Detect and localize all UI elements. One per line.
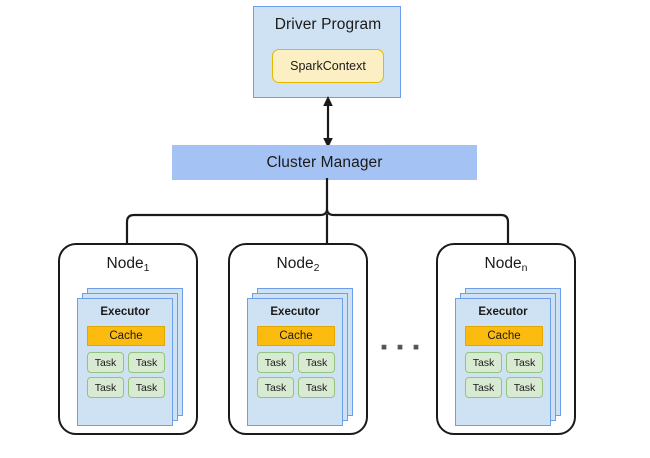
node-box-2: Node2 Executor Cache Task Task Task Task [228,243,368,435]
task-label: Task [135,356,158,369]
sparkcontext-box: SparkContext [272,49,384,83]
nodes-ellipsis: ▪ ▪ ▪ [380,337,422,358]
task-grid: Task Task Task Task [465,352,543,398]
executor-card-front: Executor Cache Task Task Task Task [455,298,551,426]
task-box: Task [298,377,335,398]
task-box: Task [465,377,502,398]
task-label: Task [94,381,117,394]
task-label: Task [305,356,328,369]
task-label: Task [513,356,536,369]
task-label: Task [264,381,287,394]
task-box: Task [128,352,165,373]
driver-program-box: Driver Program SparkContext [253,6,401,98]
task-grid: Task Task Task Task [257,352,335,398]
executor-title: Executor [100,306,150,318]
node-box-1: Node1 Executor Cache Task Task Task Task [58,243,198,435]
driver-program-title: Driver Program [274,16,382,33]
node-box-n: Noden Executor Cache Task Task Task Task [436,243,576,435]
sparkcontext-label: SparkContext [290,59,366,73]
task-label: Task [472,356,495,369]
executor-card-front: Executor Cache Task Task Task Task [247,298,343,426]
cluster-manager-label: Cluster Manager [266,153,383,171]
task-box: Task [257,352,294,373]
node-subscript-n: n [521,262,528,274]
task-box: Task [87,352,124,373]
executor-stack-2: Executor Cache Task Task Task Task [247,288,353,426]
task-label: Task [94,356,117,369]
task-box: Task [128,377,165,398]
executor-title: Executor [478,306,528,318]
cluster-manager-bar: Cluster Manager [172,145,477,180]
node-subscript-2: 2 [313,262,320,274]
node-title-1: Node1 [60,255,196,274]
driver-cluster-arrow-icon [323,96,333,148]
task-label: Task [472,381,495,394]
cache-box: Cache [257,326,335,346]
task-label: Task [135,381,158,394]
task-grid: Task Task Task Task [87,352,165,398]
task-label: Task [264,356,287,369]
node-title-n: Noden [438,255,574,274]
cluster-to-nodes-connector [125,178,510,245]
cache-box: Cache [87,326,165,346]
task-box: Task [506,352,543,373]
executor-stack-1: Executor Cache Task Task Task Task [77,288,183,426]
cache-label: Cache [279,330,313,342]
task-box: Task [257,377,294,398]
cache-label: Cache [487,330,521,342]
executor-card-front: Executor Cache Task Task Task Task [77,298,173,426]
node-name-n: Node [484,255,522,272]
executor-title: Executor [270,306,320,318]
task-box: Task [298,352,335,373]
task-label: Task [305,381,328,394]
cache-label: Cache [109,330,143,342]
task-box: Task [506,377,543,398]
executor-stack-n: Executor Cache Task Task Task Task [455,288,561,426]
node-title-2: Node2 [230,255,366,274]
task-label: Task [513,381,536,394]
task-box: Task [465,352,502,373]
node-subscript-1: 1 [143,262,150,274]
node-name-2: Node [276,255,314,272]
node-name-1: Node [106,255,144,272]
cache-box: Cache [465,326,543,346]
task-box: Task [87,377,124,398]
